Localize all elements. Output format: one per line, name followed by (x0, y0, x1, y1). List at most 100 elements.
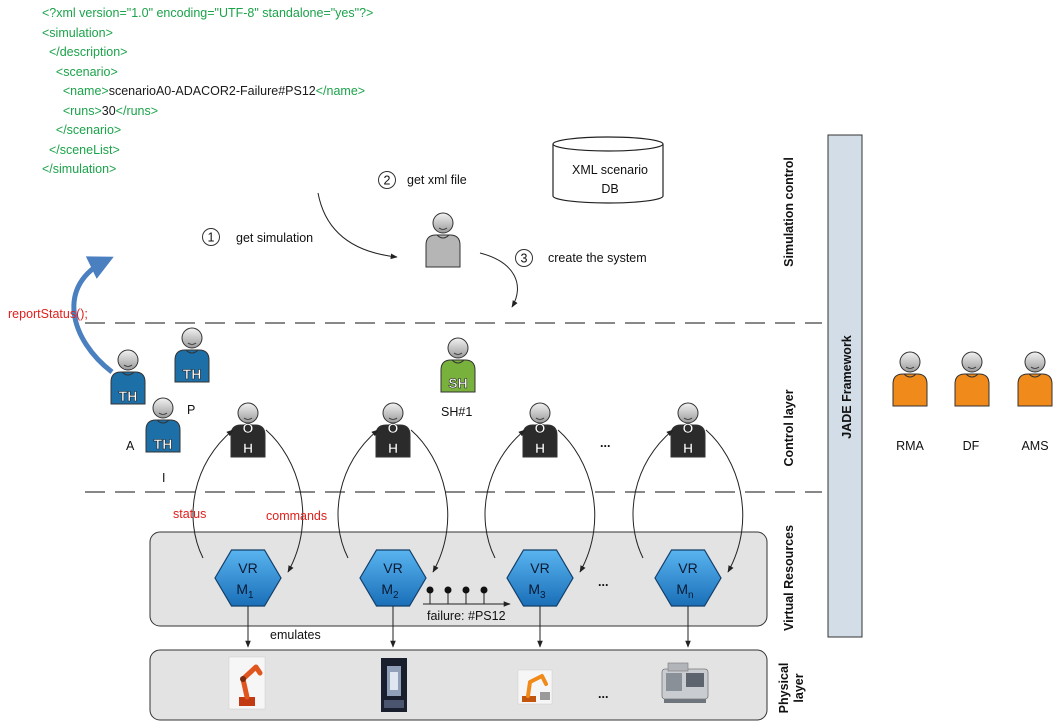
resource-4-commands-arrow (705, 429, 744, 573)
xml-line: <?xml version="1.0" encoding="UTF-8" sta… (42, 4, 373, 24)
agent-head (529, 402, 551, 424)
xml-line: <name>scenarioA0-ADACOR2-Failure#PS12</n… (42, 82, 373, 102)
agent-glyph: O (388, 420, 399, 436)
agent-head (181, 327, 203, 349)
resource-1-commands-arrow (265, 429, 304, 573)
failure-indicator: failure: #PS12 (423, 586, 511, 623)
vr-label: VR (383, 560, 402, 576)
agent-head (677, 402, 699, 424)
virtual-resource-3: VR M3 (506, 549, 574, 607)
xml-line: </simulation> (42, 160, 373, 180)
status-label: status (173, 507, 206, 521)
agent-glyph: SH (448, 375, 467, 391)
rma-agent-label: RMA (896, 439, 924, 453)
agent-glyph: TH (119, 388, 138, 404)
ams-agent-icon (1017, 351, 1053, 407)
resource-3-commands-arrow (557, 429, 596, 573)
agent-glyph: H (683, 440, 693, 456)
agent-head (152, 397, 174, 419)
xml-tag-text: <?xml version="1.0" encoding="UTF-8" sta… (42, 6, 374, 20)
xml-snippet: <?xml version="1.0" encoding="UTF-8" sta… (42, 4, 373, 180)
agent-label-p: P (187, 403, 195, 417)
vr-machine-base: M (676, 581, 688, 597)
oh-agent-4-icon: OH (670, 402, 706, 458)
agent-glyph: TH (183, 366, 202, 382)
df-agent-label: DF (963, 439, 980, 453)
ams-agent-label: AMS (1021, 439, 1048, 453)
vr-machine-label: M3 (528, 581, 546, 601)
agent-head (447, 337, 469, 359)
resource-2-commands-arrow (410, 429, 449, 573)
step-1-circle (202, 228, 220, 246)
emulates-label: emulates (270, 628, 321, 642)
step-3-number: 3 (521, 252, 528, 266)
resource-4-status-arrow (632, 429, 674, 559)
xml-tag-text: </runs> (115, 103, 159, 118)
step-3-label: create the system (548, 251, 647, 265)
vr-machine-subscript: n (688, 590, 694, 601)
vr-machine-subscript: 3 (540, 590, 546, 601)
physical-layer-label: Physical (777, 663, 791, 714)
vr-hexagon (214, 549, 282, 607)
vr-machine-subscript: 1 (248, 590, 254, 601)
agent-head (961, 351, 983, 373)
resources-ellipsis: ... (598, 575, 608, 589)
agent-label-i: I (162, 471, 165, 485)
control-ellipsis: ... (600, 436, 610, 450)
agent-glyph: H (243, 440, 253, 456)
agent-glyph: H (535, 440, 545, 456)
vr-label: VR (678, 560, 697, 576)
agent-head (117, 349, 139, 371)
db-label-line1: XML scenario (572, 163, 648, 177)
agent-glyph: O (535, 420, 546, 436)
oh-agent-2-icon: OH (375, 402, 411, 458)
physical-layer-panel (149, 649, 768, 721)
cnc-machine-icon (661, 662, 709, 703)
commands-label: commands (266, 509, 327, 523)
xml-tag-text: <simulation> (42, 25, 113, 40)
vr-hexagon (359, 549, 427, 607)
virtual-resources-panel (149, 531, 768, 627)
agent-glyph: TH (154, 436, 173, 452)
jade-framework-label: JADE Framework (840, 335, 854, 439)
xml-tag-text: </description> (42, 45, 128, 59)
jade-framework-bar (827, 134, 863, 638)
launcher-agent-icon (425, 212, 461, 268)
control-layer-label: Control layer (782, 389, 796, 466)
vr-machine-label: M1 (236, 581, 254, 601)
sh-agent-icon: SH (440, 337, 476, 393)
step-2-circle (378, 171, 396, 189)
physical-ellipsis: ... (598, 687, 608, 701)
agent-head (899, 351, 921, 373)
agent-glyph: O (683, 420, 694, 436)
vr-machine-label: M2 (381, 581, 399, 601)
workstation-icon (381, 658, 407, 712)
failure-label: failure: #PS12 (427, 609, 506, 623)
vr-hexagon (506, 549, 574, 607)
step-3: 3 create the system (515, 249, 647, 267)
th-agent-a-icon: TH (110, 349, 146, 405)
step-1-label: get simulation (236, 231, 313, 245)
agent-head (382, 402, 404, 424)
oh-agent-3-icon: OH (522, 402, 558, 458)
xml-tag-text: <name> (42, 84, 109, 98)
sh-agent-label: SH#1 (441, 405, 472, 419)
create-system-arrow (479, 252, 518, 308)
xml-value-text: scenarioA0-ADACOR2-Failure#PS12 (108, 84, 316, 98)
db-label-line2: DB (601, 182, 618, 196)
th-agent-i-icon: TH (145, 397, 181, 453)
xml-scenario-db: XML scenario DB (552, 136, 664, 204)
vr-label: VR (530, 560, 549, 576)
vr-machine-label: Mn (676, 581, 693, 601)
get-simulation-arrow (317, 192, 398, 260)
df-agent-icon (954, 351, 990, 407)
xml-tag-text: </simulation> (42, 162, 117, 176)
vr-machine-base: M (381, 581, 393, 597)
resource-3-status-arrow (484, 429, 526, 559)
virtual-resources-label: Virtual Resources (782, 525, 796, 631)
resource-1-status-arrow (192, 429, 234, 559)
xml-tag-text: </name> (315, 84, 366, 98)
agent-glyph: H (388, 440, 398, 456)
rma-agent-icon (892, 351, 928, 407)
